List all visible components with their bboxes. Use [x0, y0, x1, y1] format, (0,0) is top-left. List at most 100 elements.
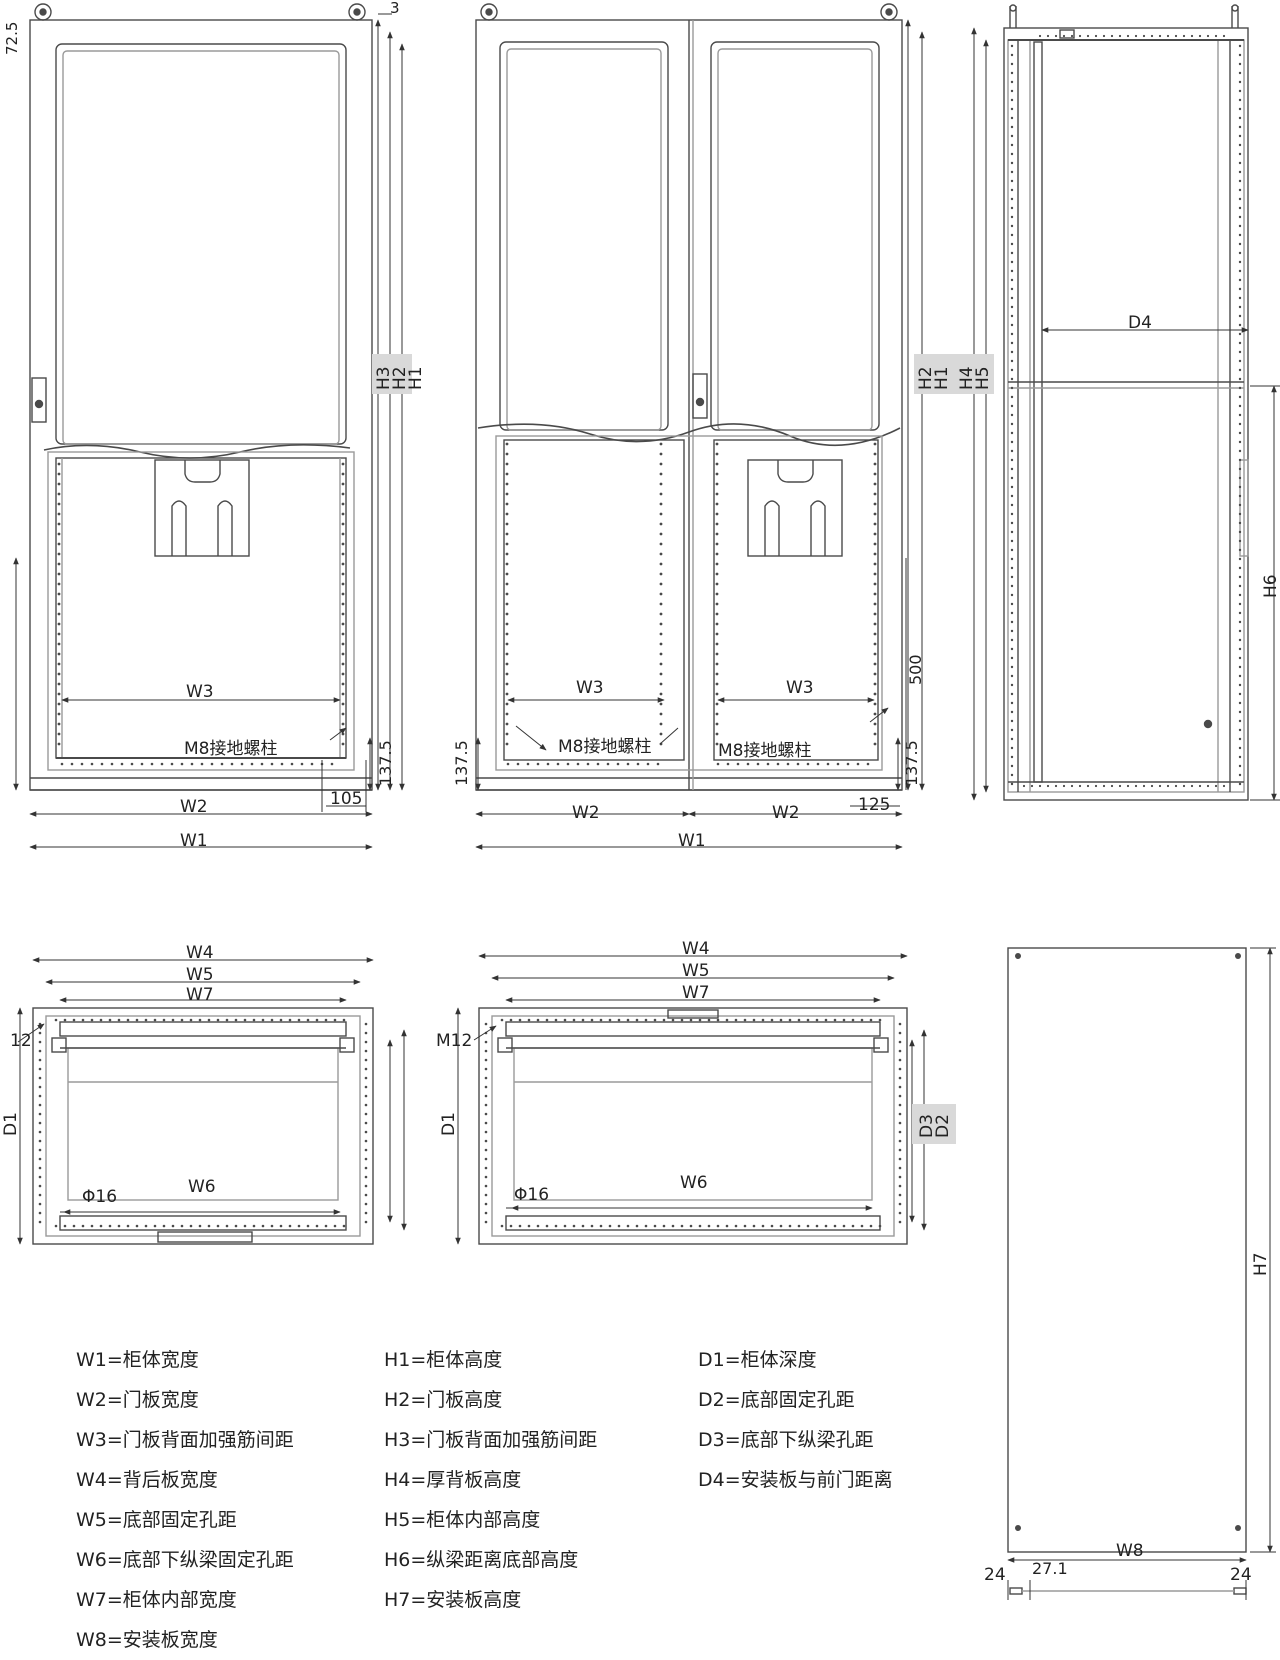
perforation-dot: [150, 762, 154, 766]
perforation-dot: [484, 1040, 488, 1044]
perforation-dot: [509, 1224, 513, 1228]
perforation-dot: [57, 702, 61, 706]
perforation-dot: [38, 1130, 42, 1134]
perforation-dot: [659, 572, 663, 576]
perforation-dot: [364, 1184, 368, 1188]
label-500: 500: [906, 654, 925, 685]
perforation-dot: [1238, 152, 1242, 156]
perforation-dot: [63, 1224, 67, 1228]
perforation-dot: [873, 622, 877, 626]
perforation-dot: [659, 732, 663, 736]
perforation-dot: [1238, 440, 1242, 444]
legend-item: W1=柜体宽度: [76, 1349, 199, 1371]
label-w1: W1: [180, 831, 208, 851]
perforation-dot: [505, 602, 509, 606]
perforation-dot: [1010, 503, 1014, 507]
perforation-dot: [364, 1148, 368, 1152]
perforation-dot: [869, 1224, 873, 1228]
perforation-dot: [1010, 593, 1014, 597]
perforation-dot: [536, 1224, 540, 1228]
perforation-dot: [57, 672, 61, 676]
perforation-dot: [110, 762, 114, 766]
perforation-dot: [659, 692, 663, 696]
perforation-dot: [1078, 784, 1082, 788]
perforation-dot: [898, 1175, 902, 1179]
perforation-dot: [1238, 278, 1242, 282]
perforation-dot: [659, 632, 663, 636]
perforation-dot: [57, 632, 61, 636]
perforation-dot: [608, 1224, 612, 1228]
perforation-dot: [1010, 674, 1014, 678]
legend-item: H1=柜体高度: [384, 1349, 503, 1371]
perforation-dot: [505, 482, 509, 486]
label-h7: H7: [1251, 1252, 1271, 1276]
perforation-dot: [715, 632, 719, 636]
door-lock-2: [692, 373, 708, 419]
perforation-dot: [1010, 692, 1014, 696]
perforation-dot: [216, 1224, 220, 1228]
perforation-dot: [626, 1224, 630, 1228]
perforation-dot: [671, 1224, 675, 1228]
perforation-dot: [240, 762, 244, 766]
perforation-dot: [57, 482, 61, 486]
perforation-dot: [364, 1121, 368, 1125]
perforation-dot: [330, 762, 334, 766]
perforation-dot: [1010, 566, 1014, 570]
perforation-dot: [873, 672, 877, 676]
perforation-dot: [873, 632, 877, 636]
perforation-dot: [1086, 784, 1090, 788]
perforation-dot: [659, 502, 663, 506]
perforation-dot: [1238, 170, 1242, 174]
perforation-dot: [873, 502, 877, 506]
perforation-dot: [1238, 368, 1242, 372]
perforation-dot: [1238, 287, 1242, 291]
perforation-dot: [1010, 521, 1014, 525]
perforation-dot: [505, 572, 509, 576]
label-w4-b: W4: [682, 939, 710, 959]
perforation-dot: [100, 762, 104, 766]
perforation-dot: [715, 702, 719, 706]
perforation-dot: [1198, 784, 1202, 788]
perforation-dot: [90, 1018, 94, 1022]
perforation-dot: [341, 522, 345, 526]
perforation-dot: [572, 1224, 576, 1228]
perforation-dot: [856, 762, 860, 766]
perforation-dot: [57, 552, 61, 556]
perforation-dot: [1010, 242, 1014, 246]
perforation-dot: [1126, 34, 1130, 38]
perforation-dot: [1010, 701, 1014, 705]
legend-item: H5=柜体内部高度: [384, 1509, 541, 1531]
perforation-dot: [1238, 305, 1242, 309]
perforation-dot: [1126, 784, 1130, 788]
perforation-dot: [1010, 467, 1014, 471]
perforation-dot: [1010, 773, 1014, 777]
perforation-dot: [1010, 107, 1014, 111]
perforation-dot: [873, 642, 877, 646]
label-h4: H4: [957, 366, 977, 390]
perforation-dot: [1238, 656, 1242, 660]
perforation-dot: [617, 1018, 621, 1022]
perforation-dot: [1010, 584, 1014, 588]
perforation-dot: [1102, 784, 1106, 788]
perforation-dot: [57, 572, 61, 576]
perforation-dot: [1010, 62, 1014, 66]
perforation-dot: [590, 1018, 594, 1022]
label-27-1: 27.1: [1032, 1559, 1068, 1578]
perforation-dot: [300, 762, 304, 766]
perforation-dot: [815, 1224, 819, 1228]
perforation-dot: [153, 1018, 157, 1022]
perforation-dot: [1010, 422, 1014, 426]
perforation-dot: [873, 692, 877, 696]
legend-item: W3=门板背面加强筋间距: [76, 1429, 294, 1451]
perforation-dot: [1142, 34, 1146, 38]
label-24-left: 24: [984, 1565, 1006, 1585]
perforation-dot: [364, 1211, 368, 1215]
perforation-dot: [898, 1103, 902, 1107]
perforation-dot: [776, 762, 780, 766]
perforation-dot: [689, 1224, 693, 1228]
perforation-dot: [341, 542, 345, 546]
perforation-dot: [364, 1031, 368, 1035]
perforation-dot: [243, 1018, 247, 1022]
side-outline: [1003, 27, 1249, 801]
perforation-dot: [1054, 784, 1058, 788]
